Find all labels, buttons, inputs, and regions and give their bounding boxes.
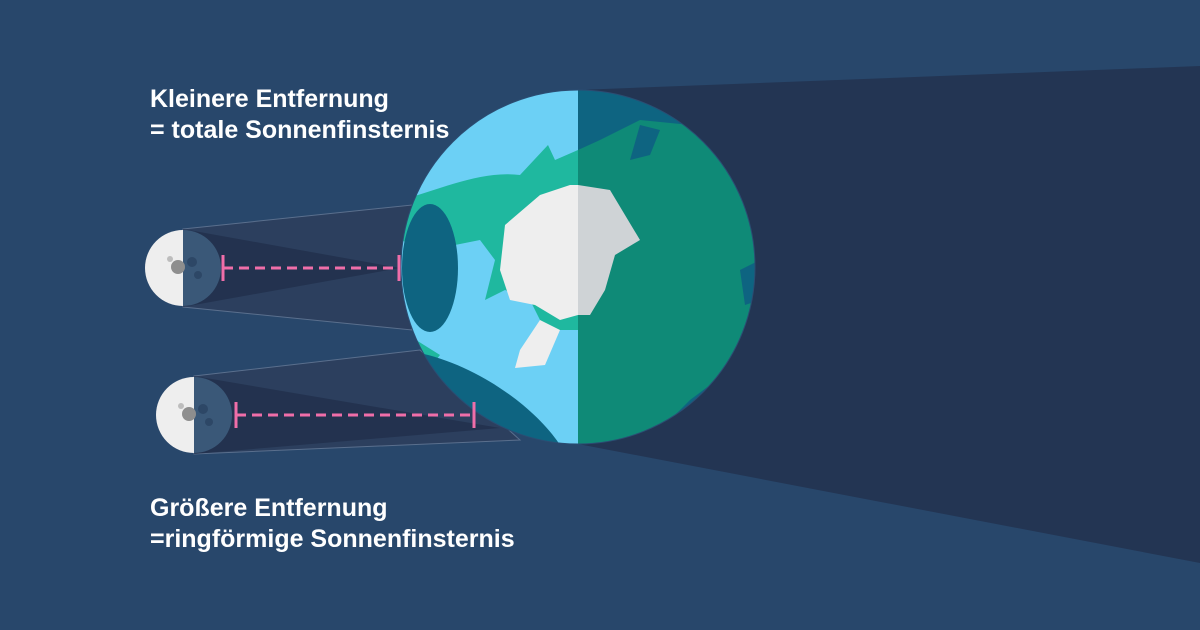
annular-eclipse-label-line2: =ringförmige Sonnenfinsternis	[150, 525, 515, 553]
moon-umbra-far	[194, 376, 500, 454]
annular-eclipse-label: Größere Entfernung =ringförmige Sonnenfi…	[150, 493, 515, 555]
total-eclipse-label: Kleinere Entfernung = totale Sonnenfinst…	[150, 84, 449, 146]
moon-far	[156, 377, 232, 453]
annular-eclipse-label-line1: Größere Entfernung	[150, 494, 388, 522]
distance-marker-far	[234, 402, 476, 428]
distance-marker-near	[221, 255, 401, 281]
total-eclipse-label-line1: Kleinere Entfernung	[150, 85, 389, 113]
total-eclipse-label-line2: = totale Sonnenfinsternis	[150, 116, 450, 144]
